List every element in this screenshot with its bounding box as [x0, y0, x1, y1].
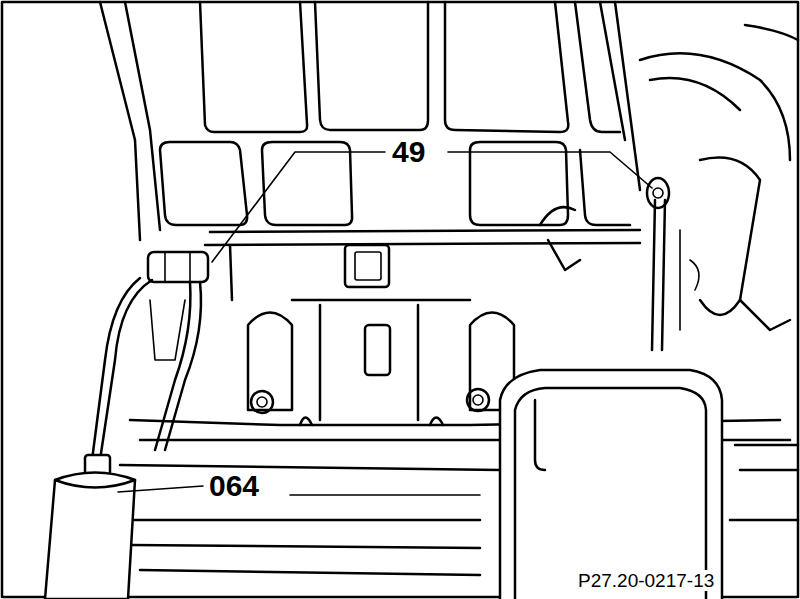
figure-code: P27.20-0217-13	[575, 570, 717, 591]
bleed-screw-right	[640, 25, 798, 350]
leader-lines	[118, 152, 652, 492]
callout-number: 064	[206, 470, 262, 502]
fitting-left	[148, 252, 208, 360]
bleeding-device-064	[45, 278, 201, 599]
callout-number: 49	[389, 136, 428, 168]
floor-panel-grid	[100, 2, 640, 240]
reservoir-hose	[500, 370, 722, 599]
